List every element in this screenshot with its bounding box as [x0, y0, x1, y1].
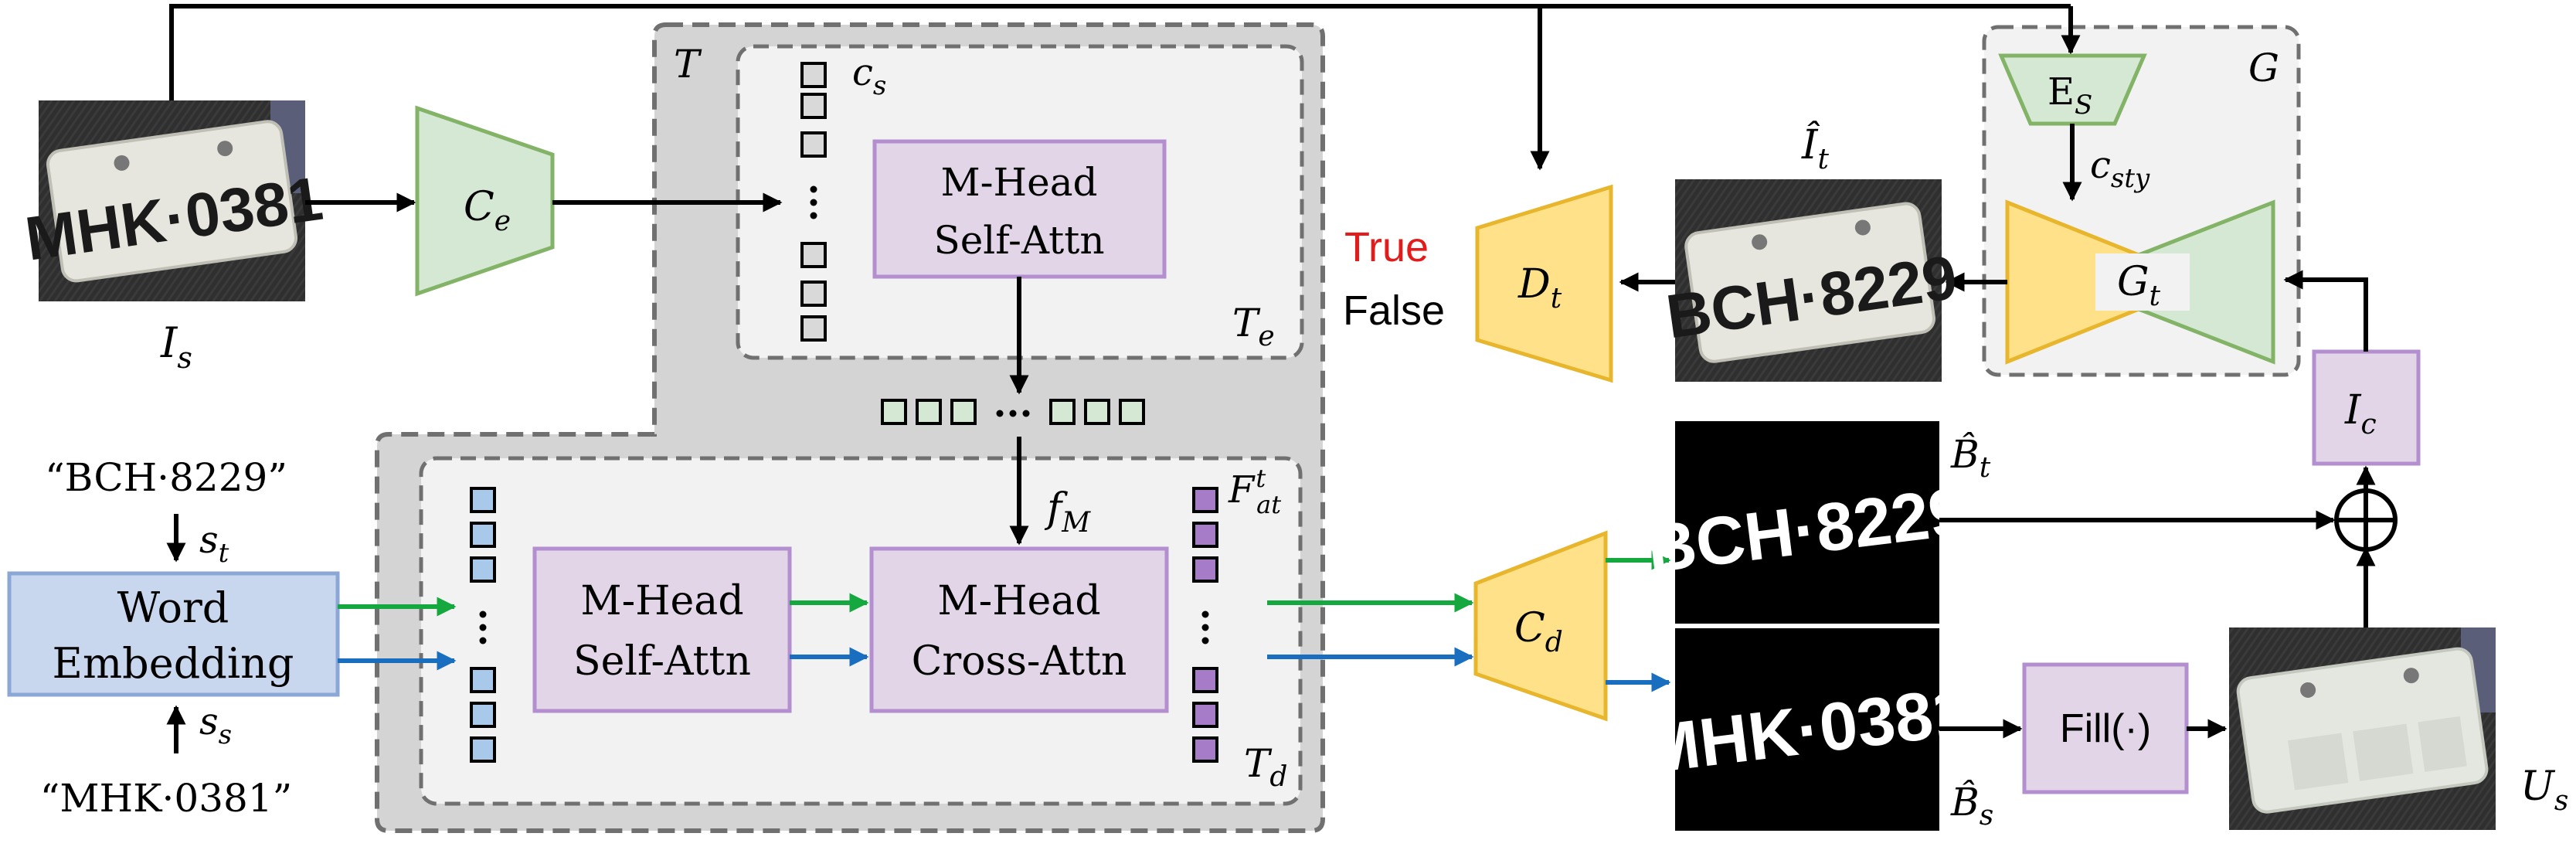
source-image: MHK·0381	[21, 100, 327, 301]
decoder-label: Td	[1244, 741, 1287, 793]
memory-tokens	[881, 399, 1145, 425]
combine-operator	[2334, 488, 2398, 552]
decoder-self-attn-block	[532, 546, 792, 713]
fill-label: Fill(·)	[2060, 706, 2151, 751]
word-embedding-block	[7, 571, 340, 697]
cross-attn-block	[869, 546, 1169, 713]
condition-block	[2312, 349, 2421, 466]
background-label: Us	[2520, 763, 2568, 817]
generator-core-label: Gt	[2117, 259, 2161, 312]
arrow-condition-to-generator	[2283, 270, 2368, 352]
attn-feature-ellipsis	[1201, 610, 1209, 644]
decoder-self-attn-line1: M-Head	[580, 578, 743, 624]
char-encoder-block	[415, 105, 555, 297]
char-seq-ellipsis	[810, 185, 817, 219]
attn-feature-tokens	[1192, 487, 1218, 763]
decoder-input-ellipsis	[479, 610, 487, 644]
target-symbol: st	[199, 519, 229, 569]
cross-attn-line2: Cross-Attn	[912, 638, 1127, 685]
encoder-self-attn-line1: M-Head	[940, 160, 1097, 205]
encoder-label: Te	[1232, 301, 1275, 352]
transformer-label: T	[674, 42, 702, 87]
source-mask-image	[1675, 628, 1939, 831]
encoder-self-attn-line2: Self-Attn	[933, 218, 1104, 263]
target-text: “BCH·8229”	[45, 455, 287, 500]
decoder-frame	[419, 456, 1303, 806]
generated-image-label: Ît	[1801, 121, 1830, 175]
target-mask-label: B̂t	[1950, 431, 1991, 484]
source-mask-label: B̂s	[1950, 779, 1993, 831]
background-image	[2229, 627, 2496, 830]
word-embedding-line2: Embedding	[53, 639, 294, 688]
top-connector-line	[169, 4, 2071, 100]
disc-false-label: False	[1343, 287, 1445, 334]
style-encoder-block	[1998, 53, 2147, 126]
target-mask-image	[1675, 421, 1939, 624]
generator-label-box	[2095, 253, 2190, 311]
decoder-input-tokens	[470, 487, 496, 763]
source-text: “MHK·0381”	[40, 776, 292, 821]
encoder-self-attn-block	[872, 139, 1167, 279]
generator-label: G	[2248, 46, 2279, 90]
char-seq-tokens	[800, 62, 827, 342]
decoder-self-attn-line2: Self-Attn	[573, 638, 751, 685]
discriminator-block	[1475, 184, 1613, 383]
disc-true-label: True	[1344, 224, 1429, 270]
generated-image: BCH·8229	[1662, 179, 1961, 382]
cross-attn-line1: M-Head	[937, 578, 1100, 624]
source-symbol: ss	[199, 700, 232, 750]
word-embedding-line1: Word	[117, 583, 229, 632]
memory-ellipsis	[996, 410, 1030, 417]
source-image-label: Is	[160, 318, 192, 375]
char-decoder-block	[1473, 530, 1608, 722]
